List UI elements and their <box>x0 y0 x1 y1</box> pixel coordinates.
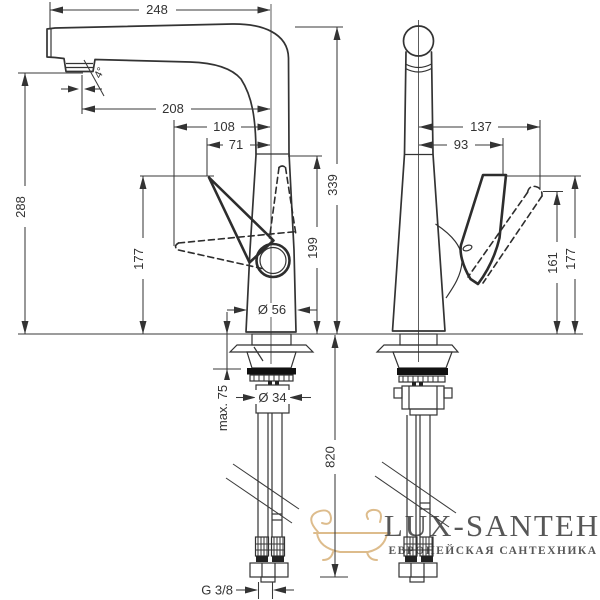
dim-hose-length: 820 <box>323 446 338 468</box>
bathtub-logo-icon <box>310 508 391 561</box>
side-handle-solid <box>207 176 291 279</box>
front-body-outline <box>391 51 446 332</box>
dim-reach-mid: 108 <box>213 119 235 134</box>
hex-fitting <box>398 562 438 578</box>
dim-handle-height-open: 161 <box>545 252 560 274</box>
dimension-labels: 248 208 108 71 4° 288 177 199 339 137 93… <box>13 2 578 598</box>
dim-outlet-height: 288 <box>13 196 28 218</box>
dim-max-counter: max. 75 <box>215 385 230 431</box>
watermark-tagline: ЕВРОПЕЙСКАЯ САНТЕХНИКА <box>388 543 597 557</box>
front-handle-dashed <box>467 185 543 284</box>
dim-spout-total: 248 <box>146 2 168 17</box>
break-mark <box>381 461 457 514</box>
dim-reach-min: 71 <box>229 137 243 152</box>
dim-handle-height-side: 177 <box>131 248 146 270</box>
side-view <box>46 4 315 583</box>
dim-base-diameter: Ø 56 <box>258 302 286 317</box>
watermark: LUX-SANTEH ЕВРОПЕЙСКАЯ САНТЕХНИКА <box>310 508 598 561</box>
gasket <box>397 368 448 375</box>
dim-handle-reach-max: 137 <box>470 119 492 134</box>
dimension-lines <box>24 9 576 591</box>
dim-total-height: 339 <box>325 174 340 196</box>
mounting-bracket <box>401 385 445 410</box>
break-mark <box>374 475 450 528</box>
front-spout-circle <box>402 25 435 57</box>
side-undercounter <box>225 333 315 583</box>
dim-handle-height-closed: 177 <box>563 248 578 270</box>
front-handle-solid <box>459 173 508 286</box>
braided-connector <box>254 536 286 562</box>
arrowheads <box>21 6 579 594</box>
break-mark <box>232 463 300 510</box>
side-handle-dashed <box>174 165 298 270</box>
side-body-outline <box>46 23 297 333</box>
dim-spout-reach: 208 <box>162 101 184 116</box>
gasket <box>247 368 296 375</box>
dim-spout-angle: 4° <box>92 66 108 81</box>
dim-body-height: 199 <box>305 237 320 259</box>
break-mark <box>225 477 293 524</box>
hex-fitting <box>249 562 289 578</box>
dim-thread: G 3/8 <box>201 583 233 598</box>
dim-handle-reach-min: 93 <box>454 137 468 152</box>
braided-connector <box>403 536 434 562</box>
label-backgrounds <box>16 2 583 474</box>
front-view <box>374 20 543 583</box>
dim-shank-diameter: Ø 34 <box>258 390 286 405</box>
extension-lines <box>18 2 581 599</box>
